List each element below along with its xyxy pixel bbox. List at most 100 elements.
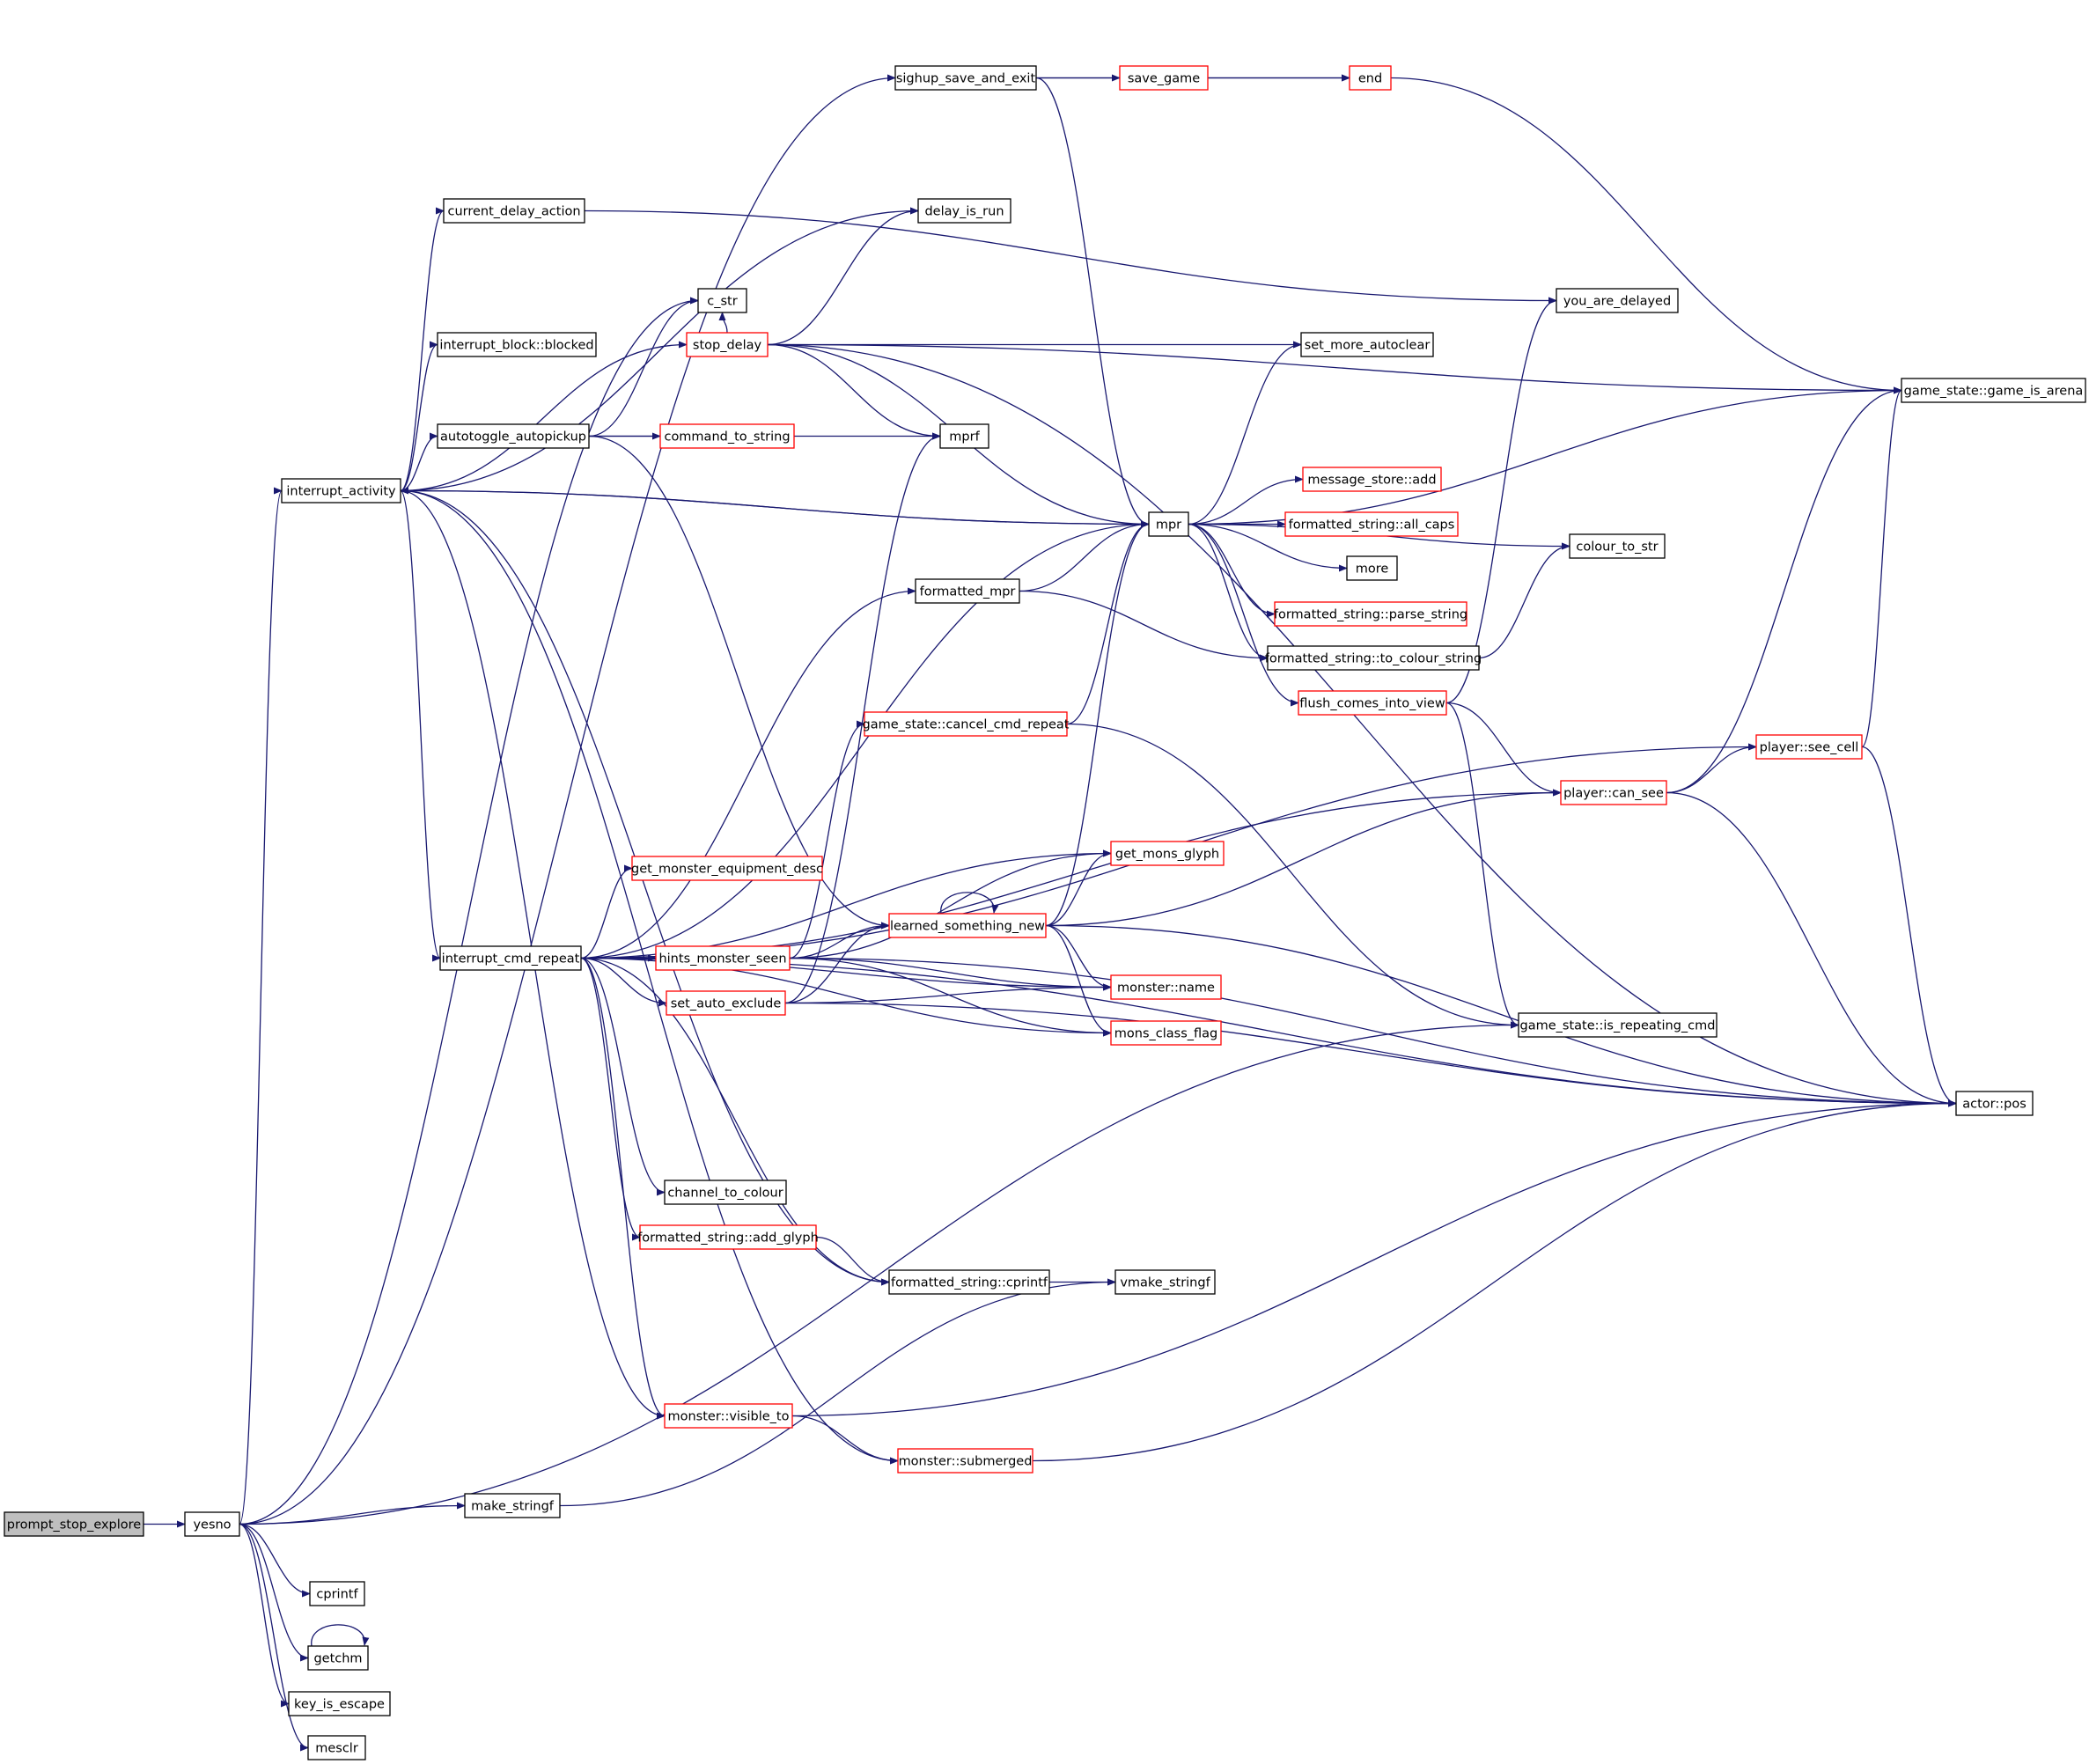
- node-learned-something-new[interactable]: learned_something_new: [888, 913, 1047, 938]
- edge-hints_monster_seen-to-monster_name: [789, 957, 1112, 991]
- node-sighup-save-and-exit[interactable]: sighup_save_and_exit: [894, 65, 1037, 91]
- node-flush-comes-into-view[interactable]: flush_comes_into_view: [1298, 690, 1447, 716]
- node-see-cell[interactable]: player::see_cell: [1755, 734, 1863, 760]
- node-formatted-mpr[interactable]: formatted_mpr: [915, 578, 1020, 604]
- node-label: formatted_string::cprintf: [891, 1276, 1048, 1290]
- node-label: game_state::is_repeating_cmd: [1520, 1019, 1716, 1033]
- node-channel-to-colour[interactable]: channel_to_colour: [664, 1180, 787, 1205]
- node-interrupt-activity[interactable]: interrupt_activity: [281, 478, 401, 503]
- node-label: formatted_string::parse_string: [1274, 608, 1467, 622]
- edge-see_cell-to-game_is_arena: [1861, 386, 1902, 748]
- edge-set_auto_exclude-to-actor_pos: [784, 1002, 1957, 1107]
- node-interrupt-cmd-repeat[interactable]: interrupt_cmd_repeat: [439, 945, 582, 971]
- node-save-game[interactable]: save_game: [1119, 65, 1209, 91]
- node-interrupt-block-blocked[interactable]: interrupt_block::blocked: [437, 332, 597, 357]
- node-message-store-add[interactable]: message_store::add: [1302, 467, 1442, 492]
- node-cprintf[interactable]: cprintf: [309, 1581, 365, 1606]
- node-is-repeating-cmd[interactable]: game_state::is_repeating_cmd: [1518, 1012, 1718, 1038]
- edge-flush_comes_into_view-to-can_see: [1445, 702, 1562, 797]
- node-box: [1518, 1012, 1718, 1038]
- node-box: [1560, 780, 1667, 805]
- edge-set_auto_exclude-to-monster_name: [784, 983, 1112, 1004]
- node-box: [1274, 601, 1467, 627]
- node-box: [309, 1581, 365, 1606]
- node-mprf[interactable]: mprf: [939, 423, 989, 449]
- node-label: interrupt_activity: [286, 485, 396, 499]
- node-colour-to-str[interactable]: colour_to_str: [1569, 533, 1666, 559]
- node-make-stringf[interactable]: make_stringf: [464, 1493, 561, 1518]
- edge-interrupt_cmd_repeat-to-channel_to_colour: [580, 957, 666, 1196]
- node-add-glyph[interactable]: formatted_string::add_glyph: [637, 1224, 819, 1250]
- edge-make_stringf-to-vmake_stringf: [559, 1278, 1116, 1507]
- edge-interrupt_cmd_repeat-to-visible_to: [580, 957, 666, 1420]
- node-set-auto-exclude[interactable]: set_auto_exclude: [666, 990, 786, 1016]
- node-box: [897, 1448, 1033, 1474]
- node-label: mprf: [949, 430, 980, 445]
- node-box: [664, 1403, 793, 1429]
- edge-current_delay_action-to-you_are_delayed: [584, 209, 1557, 305]
- node-autotoggle-autopickup[interactable]: autotoggle_autopickup: [437, 423, 590, 449]
- node-mpr[interactable]: mpr: [1148, 511, 1189, 537]
- edge-interrupt_cmd_repeat-to-get_monster_equipment_desc: [580, 864, 633, 959]
- node-label: monster::submerged: [899, 1455, 1033, 1469]
- node-mesclr[interactable]: mesclr: [307, 1735, 366, 1760]
- node-game-is-arena[interactable]: game_state::game_is_arena: [1901, 378, 2086, 403]
- edge-interrupt_cmd_repeat-to-mpr: [580, 520, 1150, 959]
- edge-interrupt_activity-to-delay_is_run: [400, 207, 919, 492]
- node-c-str[interactable]: c_str: [697, 288, 747, 313]
- node-label: end: [1358, 72, 1382, 86]
- edge-end-to-game_is_arena: [1390, 77, 1902, 394]
- node-label: formatted_string::to_colour_string: [1265, 652, 1482, 666]
- node-can-see[interactable]: player::can_see: [1560, 780, 1667, 805]
- node-label: game_state::cancel_cmd_repeat: [863, 718, 1070, 732]
- edge-set_auto_exclude-to-learned_something_new: [784, 922, 890, 1004]
- node-box: [1755, 734, 1863, 760]
- edge-see_cell-to-actor_pos: [1861, 746, 1957, 1107]
- node-set-more-autoclear[interactable]: set_more_autoclear: [1300, 332, 1434, 357]
- edge-mpr-to-to_colour_string: [1188, 523, 1269, 662]
- node-label: cprintf: [316, 1588, 358, 1602]
- node-cprintf-fs[interactable]: formatted_string::cprintf: [888, 1269, 1050, 1295]
- node-label: autotoggle_autopickup: [440, 430, 586, 445]
- edge-yesno-to-key_is_escape: [239, 1523, 290, 1708]
- node-monster-name[interactable]: monster::name: [1110, 974, 1222, 1000]
- edge-hints_monster_seen-to-actor_pos: [789, 957, 1957, 1107]
- node-key-is-escape[interactable]: key_is_escape: [288, 1691, 391, 1716]
- node-label: monster::name: [1117, 981, 1215, 996]
- node-yesno[interactable]: yesno: [184, 1511, 240, 1537]
- node-getchm[interactable]: getchm: [307, 1645, 369, 1671]
- edge-can_see-to-see_cell: [1666, 743, 1757, 794]
- node-mons-class-flag[interactable]: mons_class_flag: [1110, 1020, 1222, 1046]
- node-stop-delay[interactable]: stop_delay: [686, 332, 769, 357]
- node-delay-is-run[interactable]: delay_is_run: [917, 198, 1011, 224]
- node-hints-monster-seen[interactable]: hints_monster_seen: [655, 945, 791, 971]
- node-parse-string[interactable]: formatted_string::parse_string: [1274, 601, 1467, 627]
- node-submerged[interactable]: monster::submerged: [897, 1448, 1033, 1474]
- node-actor-pos[interactable]: actor::pos: [1955, 1091, 2034, 1116]
- node-label: key_is_escape: [294, 1698, 385, 1712]
- edge-learned_something_new-to-can_see: [1045, 789, 1562, 927]
- node-get-monster-equipment-desc[interactable]: get_monster_equipment_desc: [631, 856, 823, 881]
- node-label: set_more_autoclear: [1305, 339, 1431, 353]
- node-box: [437, 332, 597, 357]
- edge-learned_something_new-to-get_mons_glyph: [1045, 849, 1112, 927]
- node-vmake-stringf[interactable]: vmake_stringf: [1114, 1269, 1216, 1295]
- node-all-caps[interactable]: formatted_string::all_caps: [1284, 511, 1459, 537]
- node-box: [666, 990, 786, 1016]
- node-box: [1267, 645, 1480, 671]
- node-more[interactable]: more: [1346, 555, 1398, 581]
- edge-flush_comes_into_view-to-is_repeating_cmd: [1445, 702, 1519, 1029]
- node-command-to-string[interactable]: command_to_string: [659, 423, 795, 449]
- node-to-colour-string[interactable]: formatted_string::to_colour_string: [1265, 645, 1482, 671]
- node-visible-to[interactable]: monster::visible_to: [664, 1403, 793, 1429]
- node-label: you_are_delayed: [1563, 295, 1671, 309]
- node-box: [864, 711, 1068, 737]
- node-cancel-cmd-repeat[interactable]: game_state::cancel_cmd_repeat: [863, 711, 1070, 737]
- node-prompt-stop-explore[interactable]: prompt_stop_explore: [4, 1511, 144, 1537]
- node-get-mons-glyph[interactable]: get_mons_glyph: [1110, 841, 1225, 866]
- node-label: sighup_save_and_exit: [896, 72, 1036, 86]
- node-current-delay-action[interactable]: current_delay_action: [443, 198, 585, 224]
- node-you-are-delayed[interactable]: you_are_delayed: [1556, 288, 1679, 313]
- node-end[interactable]: end: [1349, 65, 1392, 91]
- node-label: save_game: [1128, 72, 1200, 86]
